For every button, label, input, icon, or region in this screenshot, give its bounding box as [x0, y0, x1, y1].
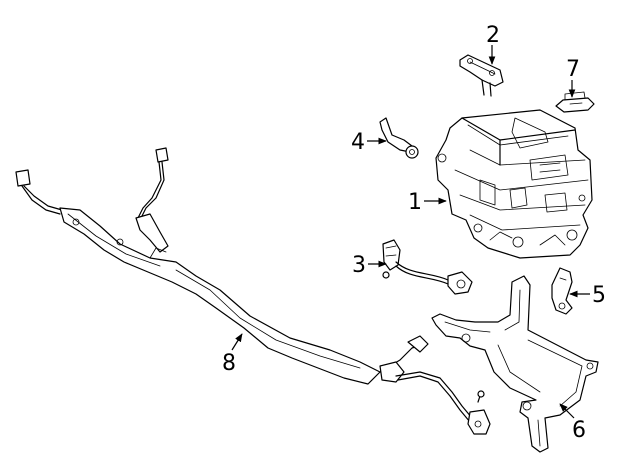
part-2-bracket[interactable]	[459, 54, 504, 97]
callout-label-5: 5	[592, 283, 606, 308]
callout-5: 5	[569, 283, 606, 308]
callout-3: 3	[352, 253, 387, 278]
callout-2: 2	[486, 23, 500, 65]
part-7-clip[interactable]	[555, 91, 595, 113]
callout-label-4: 4	[351, 130, 365, 155]
part-8-wire-harness[interactable]	[15, 147, 491, 435]
callout-label-2: 2	[486, 23, 500, 48]
callout-8: 8	[222, 333, 243, 376]
callout-label-1: 1	[408, 190, 422, 215]
part-6-support-frame[interactable]	[431, 275, 599, 453]
callout-label-6: 6	[572, 418, 586, 443]
callout-7: 7	[566, 57, 580, 98]
part-4-bracket[interactable]	[379, 117, 419, 159]
callout-6: 6	[559, 403, 586, 443]
callout-label-3: 3	[352, 253, 366, 278]
callout-4: 4	[351, 130, 387, 155]
callout-1: 1	[408, 190, 447, 215]
part-1-inverter-assembly[interactable]	[435, 109, 593, 259]
part-3-sensor-cable[interactable]	[382, 239, 473, 295]
part-5-bracket[interactable]	[551, 267, 573, 315]
callout-label-8: 8	[222, 351, 236, 376]
callout-label-7: 7	[566, 57, 580, 82]
